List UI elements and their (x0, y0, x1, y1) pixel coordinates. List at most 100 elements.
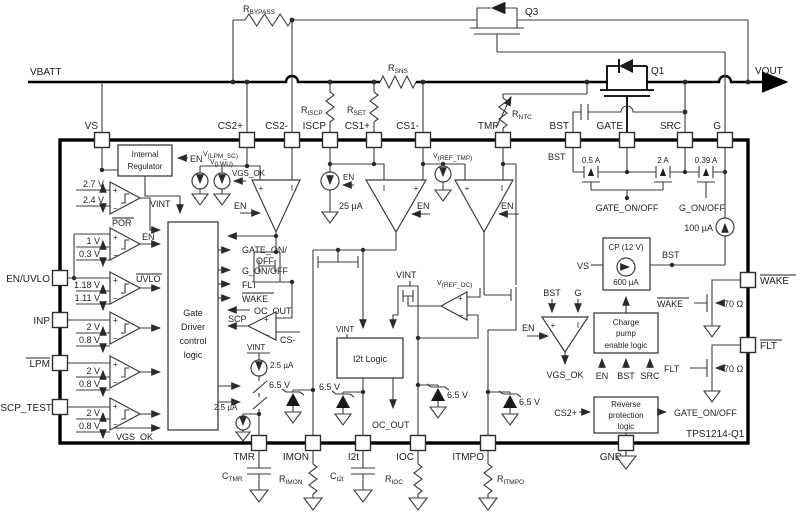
hysteresis-icon (121, 193, 129, 204)
pin-label-inp: INP (33, 316, 50, 327)
r-ntc-label: RNTC (512, 109, 532, 121)
cs1-amp-i: I (383, 184, 385, 193)
vint-wire (144, 176, 180, 213)
pin-label-wake: WAKE (760, 276, 789, 287)
lpm-lo: 0.8 V (79, 379, 100, 389)
lpm-hi: 2 V (86, 366, 100, 376)
pin-vs (93, 131, 111, 149)
driver-fets: BST 0.5 A 2 A 0.39 A GATE_ON/OFF G_ON/OF… (548, 147, 735, 266)
cp-title: CP (12 V) (609, 243, 644, 252)
r-bypass-label: RBYPASS (243, 4, 276, 16)
q3-mosfet (470, 2, 524, 52)
pin-tmp (494, 131, 512, 149)
pin-label-cs2n: CS2- (265, 121, 288, 132)
i2t-logic-box (336, 337, 404, 379)
zener-imon-label: 6.5 V (269, 380, 290, 390)
cs2-amp-en: EN (234, 201, 247, 211)
g-on-off-label: G_ON/OFF (679, 203, 726, 213)
r-ioc-label: RIOC (385, 474, 403, 486)
gate-driver-line1: Gate (183, 308, 203, 318)
v-lwu-label: V(LWU) (210, 159, 233, 168)
c-tmr-label: CTMR (222, 471, 243, 483)
comparator-por: + − 2.7 V 2.4 V POR (76, 179, 162, 234)
vint-label-i2t: VINT (336, 325, 354, 334)
pin-tmr (250, 434, 268, 452)
r-set-label: RSET (347, 105, 366, 117)
pin-label-cs1n: CS1- (396, 121, 419, 132)
cp-vs-label: VS (577, 261, 589, 271)
cs2-amp-i: I (291, 184, 293, 193)
gate-driver-line2: Driver (181, 322, 205, 332)
reverse-protection: Reverse protection logic CS2+ GATE_ON/OF… (554, 396, 745, 440)
pin-label-gnd: GND (600, 452, 622, 463)
sig-oc-out: OC_OUT (254, 306, 292, 316)
i2t-logic-label: I2t Logic (353, 354, 388, 364)
gate-driver-box (167, 221, 219, 431)
gate-driver-line3: control (179, 336, 206, 346)
internal-regulator-line2: Regulator (128, 162, 163, 171)
wake-gate-label: WAKE (657, 299, 683, 309)
gate-on-off-label: GATE_ON/OFF (596, 203, 659, 213)
zener-itmpo-label: 6.5 V (519, 397, 540, 407)
charge-pump-enable-box (593, 312, 659, 354)
inp-hi: 2 V (86, 322, 100, 332)
sig-g-on-off: G_ON/OFF (242, 266, 289, 276)
internal-regulator-line1: Internal (132, 150, 159, 159)
bottom-externals: CTMR RIMON CI2t RIOC RITMPO (222, 450, 638, 511)
pin-wake (739, 271, 757, 289)
uvlo-minus: − (113, 294, 118, 303)
scp-test-lo: 0.8 V (79, 421, 100, 431)
tmp-amp-plus: + (465, 184, 470, 193)
reverse-line2: protection (608, 411, 643, 420)
cp-bst-label: BST (662, 250, 680, 260)
cp-enable-en: EN (596, 371, 609, 381)
vgsok-out-label: VGS_OK (546, 370, 583, 380)
pin-flt (739, 336, 757, 354)
tmr-cluster: VINT 2.5 µA 2.5 µA (214, 343, 294, 442)
hysteresis-icon (121, 367, 129, 378)
flt-gate-label: FLT (664, 364, 680, 374)
pin-label-tmr: TMR (233, 452, 255, 463)
vref-oc-minus: − (459, 311, 464, 320)
inp-minus: − (113, 334, 118, 343)
zener-ioc-label: 6.5 V (447, 390, 468, 400)
iscp-source-en: EN (343, 173, 354, 182)
scp-minus: − (265, 331, 270, 340)
r-imon-label: RIMON (279, 474, 303, 486)
q3-label: Q3 (525, 7, 539, 18)
vs-to-regulator-wire (101, 147, 118, 171)
fet-bst-rating: 0.5 A (582, 156, 601, 165)
lpm-minus: − (113, 378, 118, 387)
junction-dots (71, 17, 751, 417)
comparator-inp: + − 2 V 0.8 V (67, 311, 162, 354)
cs1-amp-en: EN (417, 201, 430, 211)
pullup-current-label: 100 µA (684, 223, 713, 233)
cp-current: 600 µA (613, 278, 639, 287)
v-ref-tmp-label: V(REF_TMP) (433, 153, 472, 162)
en-minus: − (113, 251, 118, 260)
pin-label-src: SRC (660, 121, 681, 132)
top-bypass-wires (232, 12, 749, 133)
vint-label-clamp: VINT (396, 270, 417, 280)
vbatt-label: VBATT (30, 67, 61, 78)
pin-label-iscp: ISCP (303, 121, 327, 132)
pin-bst (564, 131, 582, 149)
regulator-en-label: EN (190, 154, 203, 164)
zener-i2t-label: 6.5 V (319, 382, 340, 392)
scp-test-hi: 2 V (86, 408, 100, 418)
pin-label-lpm: LPM (29, 359, 50, 370)
en-hi: 1 V (86, 236, 100, 246)
iscp-current-label: 25 µA (339, 201, 363, 211)
tmp-amp-en: EN (501, 201, 514, 211)
hysteresis-icon (121, 283, 129, 294)
pins (51, 131, 757, 452)
cp-enable-line3: enable logic (605, 341, 648, 350)
vgsok-g: G (574, 288, 581, 298)
wake-resistance-label: 70 Ω (724, 299, 744, 309)
top-component-wires (101, 82, 686, 133)
flt-resistance-label: 70 Ω (724, 364, 744, 374)
pin-label-tmp: TMP (478, 121, 499, 132)
pin-ioc (409, 434, 427, 452)
reverse-line1: Reverse (611, 400, 641, 409)
pin-scp-test (51, 398, 69, 416)
